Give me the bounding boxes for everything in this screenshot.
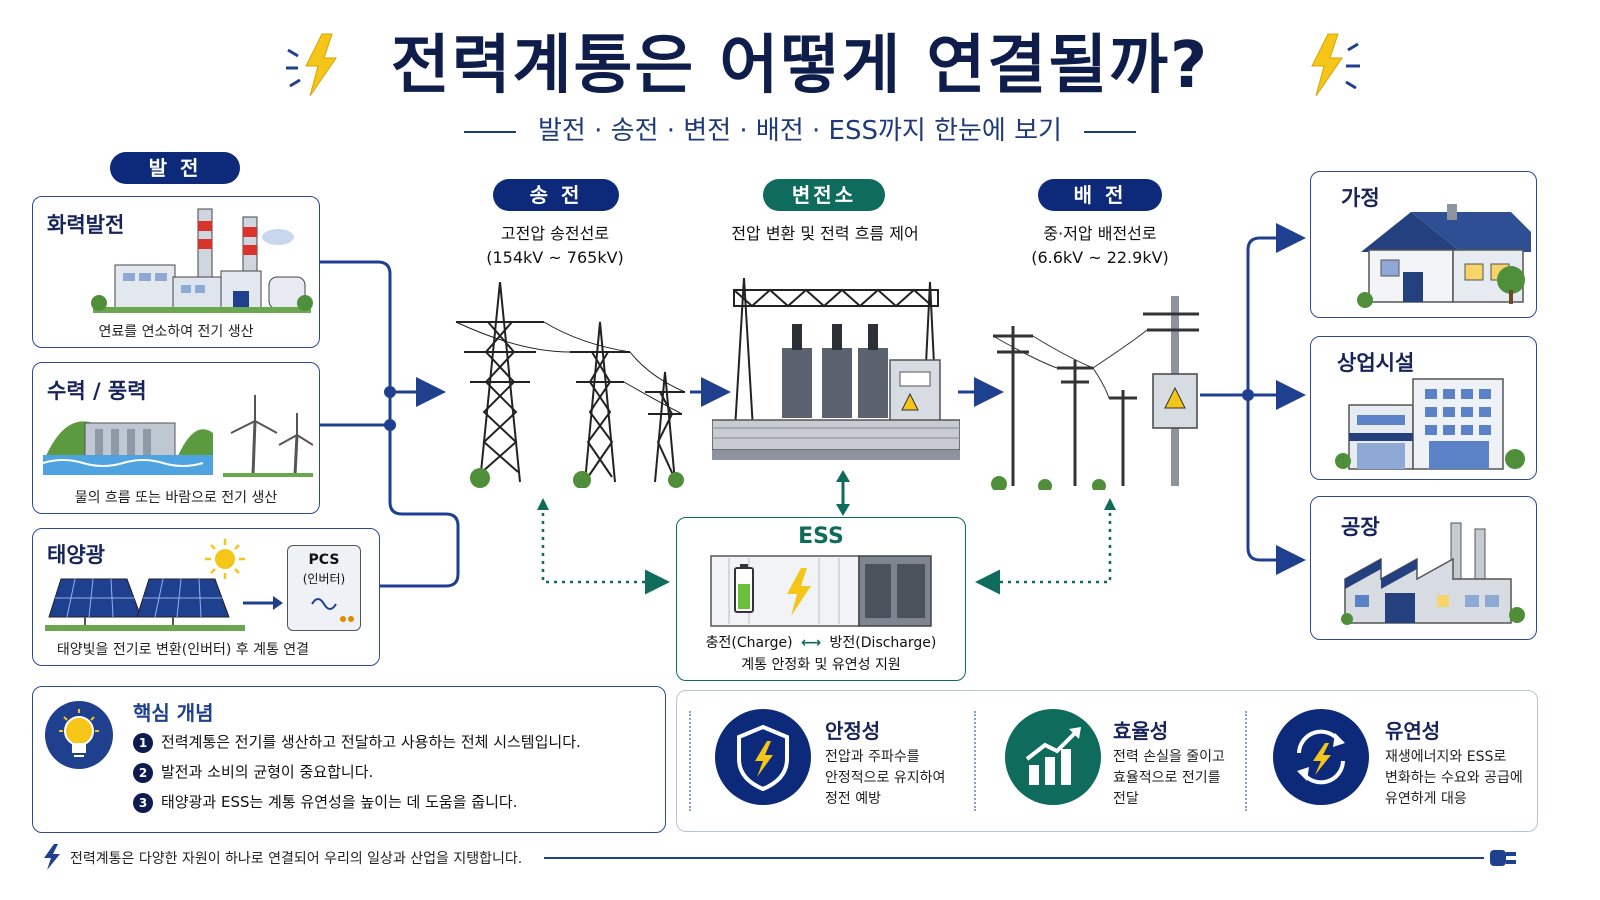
growth-chart-icon bbox=[1005, 709, 1101, 805]
bidirectional-arrow-icon: ⟷ bbox=[801, 635, 822, 651]
thermal-plant-icon bbox=[91, 208, 313, 313]
benefits-panel: 안정성 전압과 주파수를 안정적으로 유지하여 정전 예방 효율성 전력 손실을… bbox=[676, 690, 1538, 832]
solar-card: 태양광 PCS (인버터) 태양빛을 전기로 변환(인버 bbox=[32, 528, 380, 666]
flexibility-title: 유연성 bbox=[1385, 719, 1441, 743]
generation-header: 발 전 bbox=[110, 152, 240, 184]
home-card: 가정 bbox=[1310, 171, 1537, 318]
page-title: 전력계통은 어떻게 연결될까? bbox=[0, 14, 1600, 106]
solar-caption: 태양빛을 전기로 변환(인버터) 후 계통 연결 bbox=[56, 642, 310, 658]
hydro-wind-icon bbox=[43, 395, 313, 477]
factory-title: 공장 bbox=[1341, 515, 1380, 539]
ess-charge-row: 충전(Charge) ⟷ 방전(Discharge) bbox=[677, 632, 965, 652]
home-title: 가정 bbox=[1341, 186, 1380, 210]
ess-charge-label: 충전(Charge) bbox=[705, 635, 793, 651]
house-icon bbox=[1357, 204, 1531, 308]
efficiency-title: 효율성 bbox=[1113, 719, 1169, 743]
transmission-desc-line2: (154kV ~ 765kV) bbox=[486, 248, 624, 267]
factory-icon bbox=[1341, 522, 1525, 625]
pcs-inverter-box: PCS (인버터) bbox=[287, 545, 361, 631]
stability-desc: 전압과 주파수를 안정적으로 유지하여 정전 예방 bbox=[825, 749, 946, 807]
cycle-arrows-icon bbox=[1273, 709, 1369, 805]
hydro-wind-card: 수력 / 풍력 물의 흐름 또는 바람으로 전기 생산 bbox=[32, 362, 320, 514]
distribution-desc: 중·저압 배전선로 (6.6kV ~ 22.9kV) bbox=[990, 222, 1210, 270]
subtitle-text: 발전 · 송전 · 변전 · 배전 · ESS까지 한눈에 보기 bbox=[538, 116, 1062, 146]
title-text: 전력계통은 어떻게 연결될까? bbox=[390, 29, 1210, 103]
flexibility-desc: 재생에너지와 ESS로 변화하는 수요와 공급에 유연하게 대응 bbox=[1385, 749, 1523, 807]
substation-desc: 전압 변환 및 전력 흐름 제어 bbox=[731, 224, 919, 243]
commercial-title: 상업시설 bbox=[1337, 351, 1415, 375]
distribution-header: 배 전 bbox=[1038, 179, 1162, 211]
transmission-header: 송 전 bbox=[493, 179, 619, 211]
ess-caption: 계통 안정화 및 유연성 지원 bbox=[741, 657, 901, 673]
shield-icon bbox=[715, 709, 811, 805]
lightning-left-icon bbox=[286, 33, 337, 97]
transmission-desc: 고전압 송전선로 (154kV ~ 765kV) bbox=[440, 222, 670, 270]
subtitle: 발전 · 송전 · 변전 · 배전 · ESS까지 한눈에 보기 bbox=[0, 110, 1600, 147]
stability-title: 안정성 bbox=[825, 719, 881, 743]
factory-card: 공장 bbox=[1310, 496, 1537, 640]
ess-discharge-label: 방전(Discharge) bbox=[829, 635, 937, 651]
efficiency-desc: 전력 손실을 줄이고 효율적으로 전기를 전달 bbox=[1113, 749, 1225, 807]
lightbulb-icon bbox=[45, 701, 113, 769]
thermal-power-card: 화력발전 연료를 연소하여 전기 생산 bbox=[32, 196, 320, 348]
commercial-building-icon bbox=[1335, 378, 1525, 470]
distribution-poles-icon bbox=[991, 296, 1199, 490]
pcs-label: PCS bbox=[308, 552, 340, 568]
footer-lightning-icon bbox=[44, 844, 60, 870]
hydro-wind-caption: 물의 흐름 또는 바람으로 전기 생산 bbox=[74, 490, 278, 506]
transmission-desc-line1: 고전압 송전선로 bbox=[500, 224, 610, 243]
solar-panels-icon bbox=[45, 578, 245, 631]
footer-line bbox=[544, 857, 1484, 859]
thermal-title: 화력발전 bbox=[47, 213, 125, 237]
ess-battery-container-icon bbox=[710, 555, 932, 627]
footer-text: 전력계통은 다양한 자원이 하나로 연결되어 우리의 일상과 산업을 지탱합니다… bbox=[70, 851, 523, 867]
lightning-right-icon bbox=[1311, 33, 1360, 97]
thermal-caption: 연료를 연소하여 전기 생산 bbox=[98, 324, 254, 340]
distribution-desc-line2: (6.6kV ~ 22.9kV) bbox=[1031, 248, 1169, 267]
plug-icon bbox=[1490, 850, 1516, 866]
sun-icon bbox=[205, 539, 245, 579]
commercial-card: 상업시설 bbox=[1310, 336, 1537, 480]
solar-title: 태양광 bbox=[47, 543, 105, 567]
transmission-towers-icon bbox=[455, 282, 686, 488]
concept-title: 핵심 개념 bbox=[133, 701, 214, 725]
substation-header: 변전소 bbox=[763, 179, 885, 211]
solar-arrow-icon bbox=[243, 596, 283, 610]
substation-icon bbox=[712, 277, 960, 460]
ess-title: ESS bbox=[798, 524, 844, 549]
distribution-desc-line1: 중·저압 배전선로 bbox=[1043, 224, 1157, 243]
hydro-wind-title: 수력 / 풍력 bbox=[47, 379, 147, 403]
ess-card: ESS 충전(Charge) ⟷ 방전(Discharge) 계통 안정화 및 … bbox=[676, 517, 966, 681]
pcs-sub-label: (인버터) bbox=[302, 572, 346, 586]
sine-wave-icon bbox=[311, 598, 337, 610]
